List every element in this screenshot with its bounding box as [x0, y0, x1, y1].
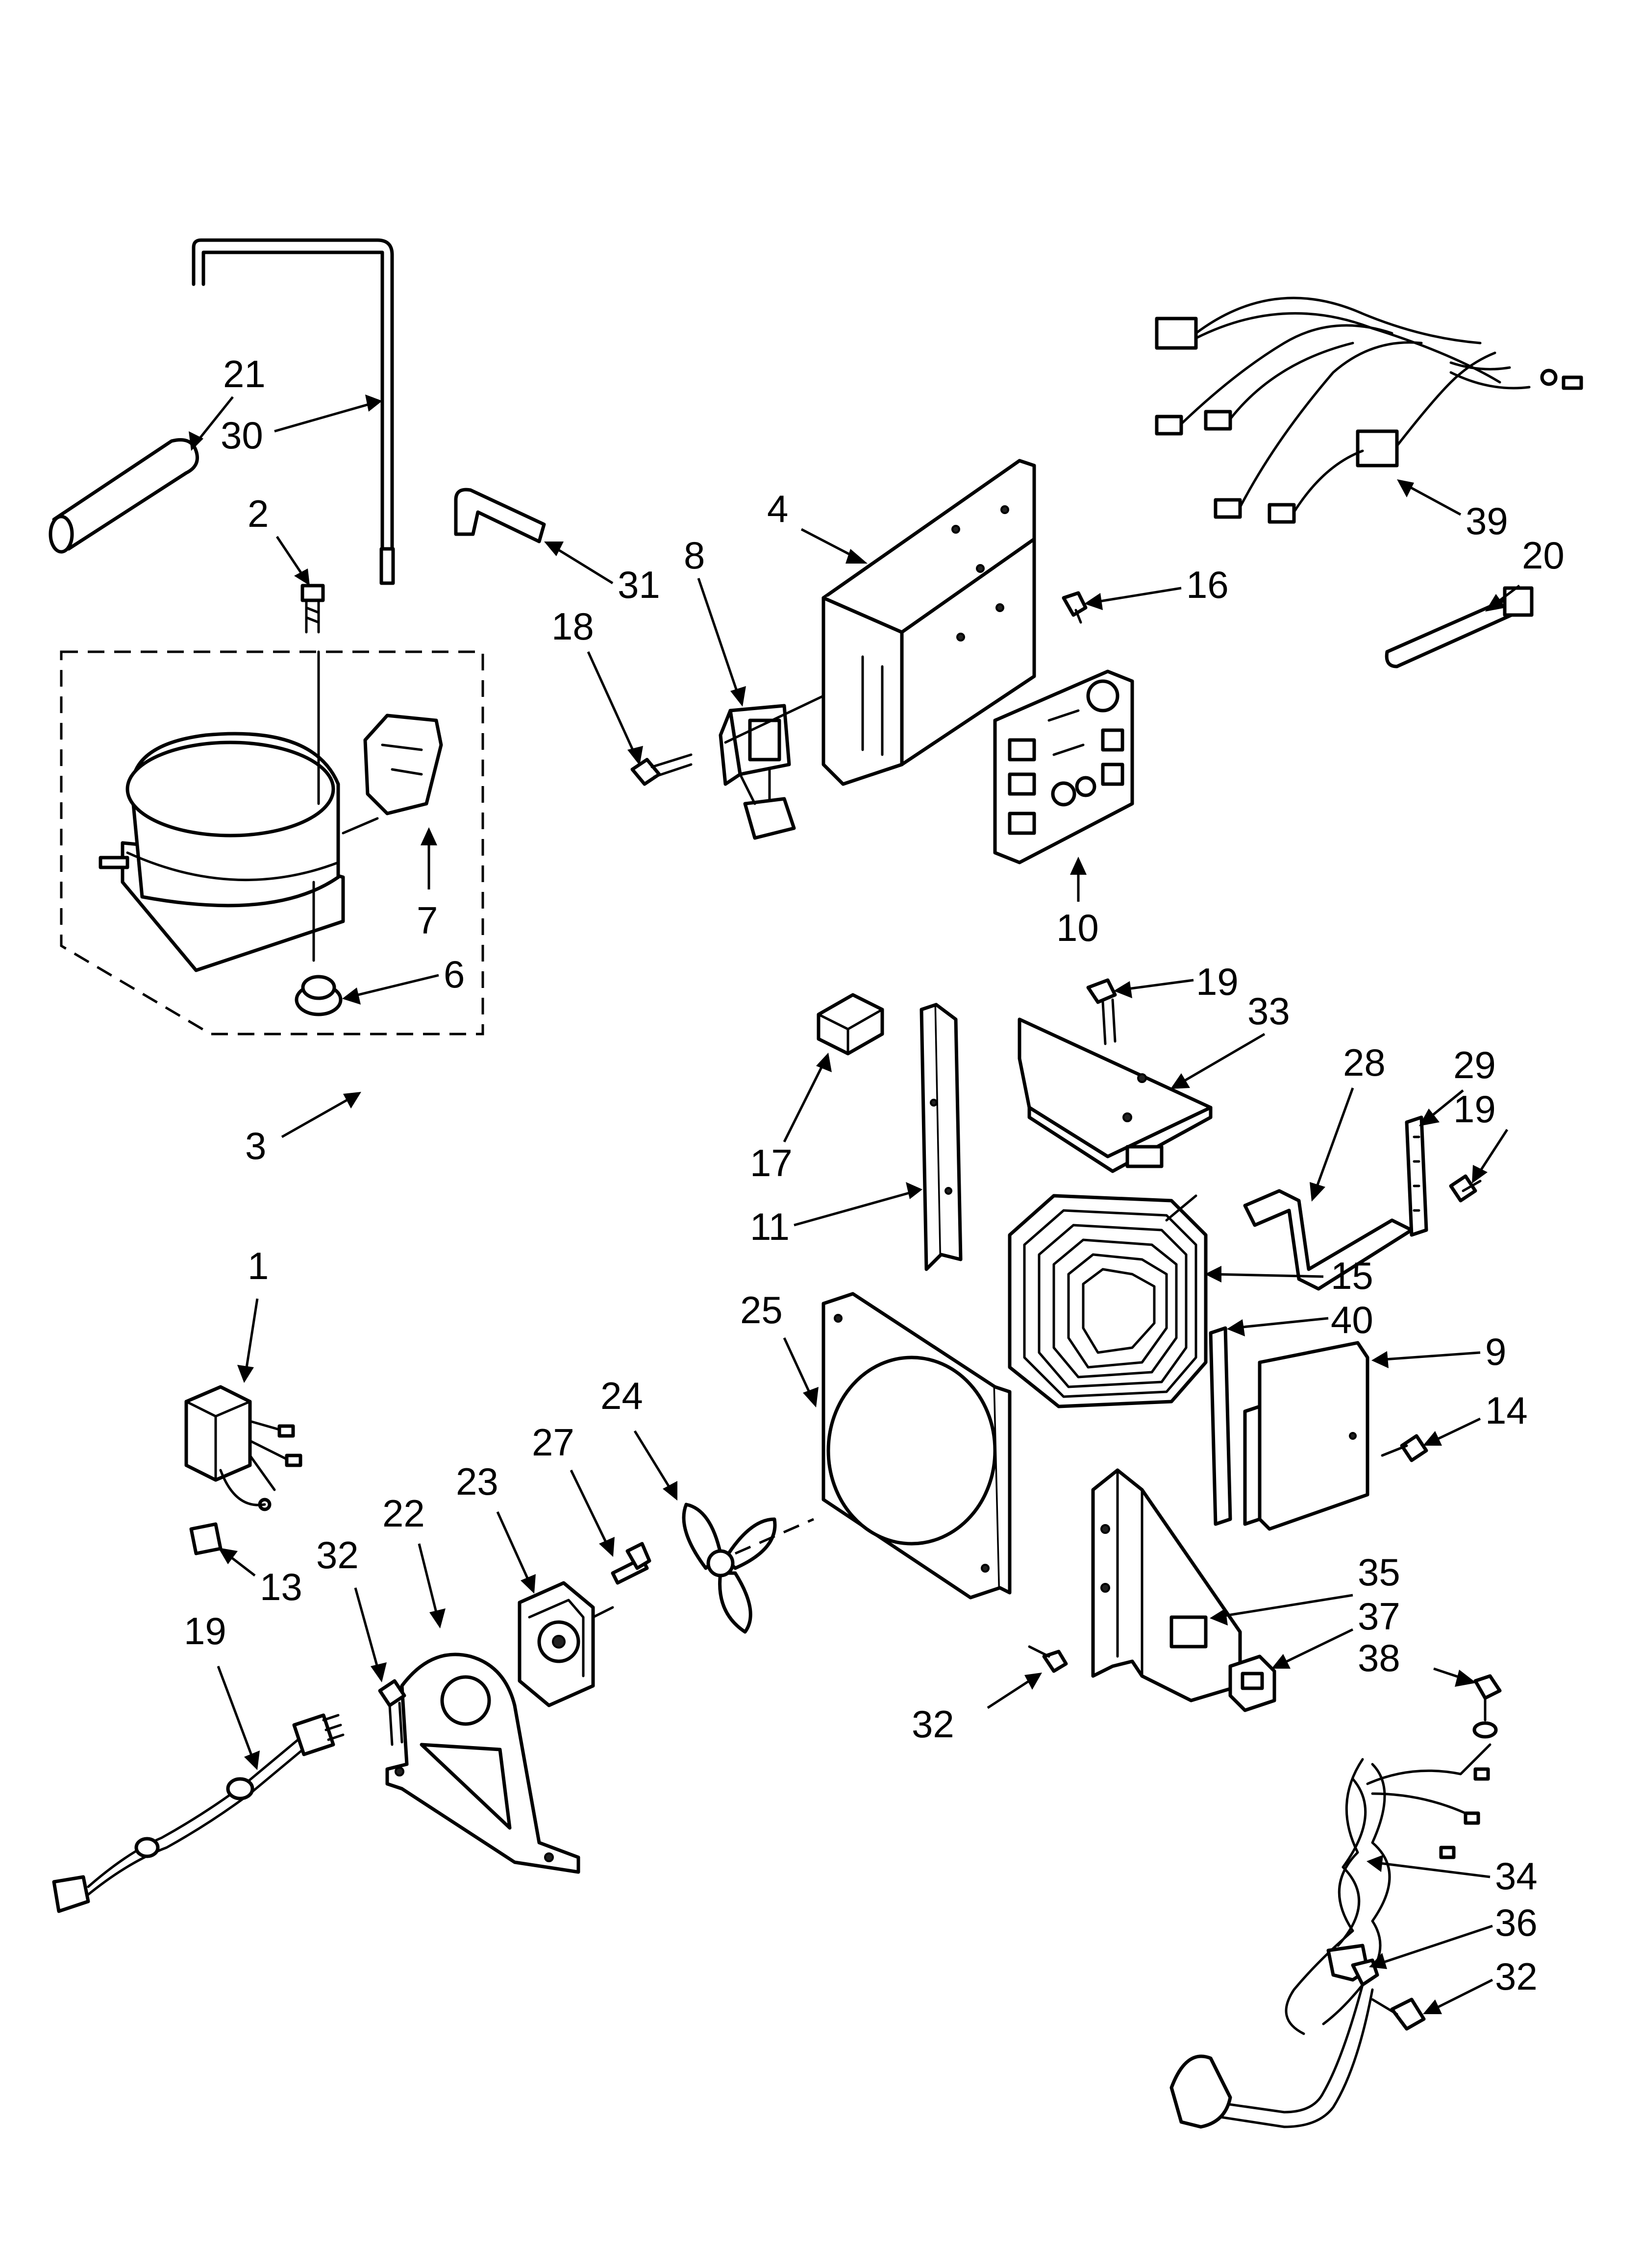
- callout-36: 36: [1495, 1901, 1538, 1944]
- callout-1: 1: [248, 1244, 269, 1287]
- callout-4: 4: [767, 487, 788, 530]
- callout-32-center: 32: [912, 1702, 954, 1746]
- callout-6: 6: [444, 953, 465, 996]
- callout-39: 39: [1466, 499, 1508, 542]
- callout-13: 13: [260, 1565, 302, 1608]
- filter-drier-part: [49, 438, 199, 554]
- screw-part: [300, 584, 325, 634]
- callout-40: 40: [1331, 1298, 1373, 1341]
- bracket-part-28: [1243, 1189, 1414, 1291]
- suction-tube-part: [454, 488, 546, 543]
- callout-34: 34: [1495, 1854, 1538, 1898]
- callout-27: 27: [532, 1421, 574, 1464]
- clip-part-13: [189, 1522, 223, 1555]
- cable-tie-part: [1385, 586, 1534, 668]
- callout-21: 21: [223, 352, 266, 395]
- fan-motor-part-23: [518, 1581, 614, 1707]
- callout-12: 16: [1186, 563, 1229, 606]
- screw-part-32-center: [1028, 1645, 1068, 1673]
- screw-part-14: [630, 753, 693, 786]
- callout-8: 8: [684, 534, 705, 577]
- screw-part-19-right: [1449, 1174, 1482, 1203]
- control-mounting-bracket-part: [821, 459, 1036, 786]
- callout-28: 28: [1343, 1041, 1386, 1084]
- power-harness-part-18: [52, 1713, 345, 1913]
- callout-20: 20: [1522, 534, 1565, 577]
- callout-14: 18: [551, 605, 594, 648]
- fan-shroud-part-25: [821, 1292, 1012, 1600]
- callout-3: 3: [245, 1124, 266, 1167]
- callout-2: 2: [248, 492, 269, 535]
- bracket-part-29: [1405, 1115, 1428, 1237]
- overload-relay-part: [342, 714, 443, 835]
- callout-labels: 21 30 2 31 18 8 4 16 39 20 7 6 3 10 19 3…: [184, 352, 1565, 1998]
- screw-part-15: [1381, 1434, 1428, 1462]
- gasket-strip-part-40: [1209, 1326, 1232, 1526]
- callout-17: 17: [750, 1141, 793, 1184]
- callout-32-bottom: 32: [1495, 1955, 1538, 1998]
- screw-part-32-bottom: [1371, 1997, 1426, 2031]
- callout-32-left: 32: [316, 1533, 359, 1577]
- compressor-assembly-boundary: [60, 650, 484, 1035]
- callout-11: 10: [1056, 906, 1099, 949]
- screw-part-32-left: [378, 1679, 406, 1746]
- callout-30: 30: [221, 414, 263, 457]
- callout-7: 9: [1485, 1330, 1506, 1373]
- callout-19-right: 19: [1453, 1087, 1496, 1131]
- fan-blade-part-24: [682, 1503, 815, 1634]
- cord-clamp-part-36: [1326, 1944, 1379, 1987]
- callout-37: 37: [1358, 1595, 1400, 1638]
- callout-15: 14: [1485, 1389, 1528, 1432]
- callout-31: 31: [618, 563, 660, 606]
- transformer-part: [719, 694, 825, 840]
- compressor-part: [99, 650, 345, 972]
- callout-33: 33: [1247, 989, 1290, 1033]
- leader-lines: [189, 394, 1520, 2014]
- callout-10: 11: [750, 1205, 790, 1248]
- base-bracket-part-35: [1091, 1468, 1242, 1702]
- power-cord-part-34: [1169, 1743, 1492, 2129]
- callout-25: 25: [740, 1288, 783, 1331]
- connector-clip-part: [1062, 591, 1088, 624]
- callout-38: 38: [1358, 1636, 1400, 1679]
- callout-19-top: 19: [1196, 960, 1239, 1003]
- wire-harness-part: [1155, 296, 1583, 524]
- evaporator-coil-part-16: [1008, 1194, 1208, 1408]
- callout-18: 19: [184, 1609, 226, 1652]
- grommet-part: [295, 975, 343, 1016]
- callout-23: 23: [456, 1460, 498, 1503]
- side-bracket-part-10: [920, 1003, 963, 1271]
- discharge-tube-part: [192, 238, 395, 585]
- relay-part-17: [817, 993, 884, 1056]
- callout-29: 29: [1453, 1043, 1496, 1086]
- screw-part-27: [611, 1542, 651, 1585]
- switch-part-37: [1228, 1654, 1276, 1712]
- screw-part-19-top: [1086, 978, 1117, 1045]
- callout-35: 35: [1358, 1551, 1400, 1594]
- callout-22: 22: [382, 1492, 425, 1535]
- motor-bracket-part-22: [385, 1652, 580, 1874]
- start-device-part-1: [184, 1385, 302, 1511]
- cover-panel-part-7: [1243, 1341, 1369, 1531]
- callout-16: 15: [1331, 1254, 1373, 1297]
- control-board-part: [993, 669, 1134, 864]
- callout-9: 7: [417, 899, 438, 942]
- top-cover-part-33: [1018, 1017, 1213, 1173]
- callout-24: 24: [600, 1374, 643, 1417]
- screw-part-38: [1472, 1674, 1502, 1739]
